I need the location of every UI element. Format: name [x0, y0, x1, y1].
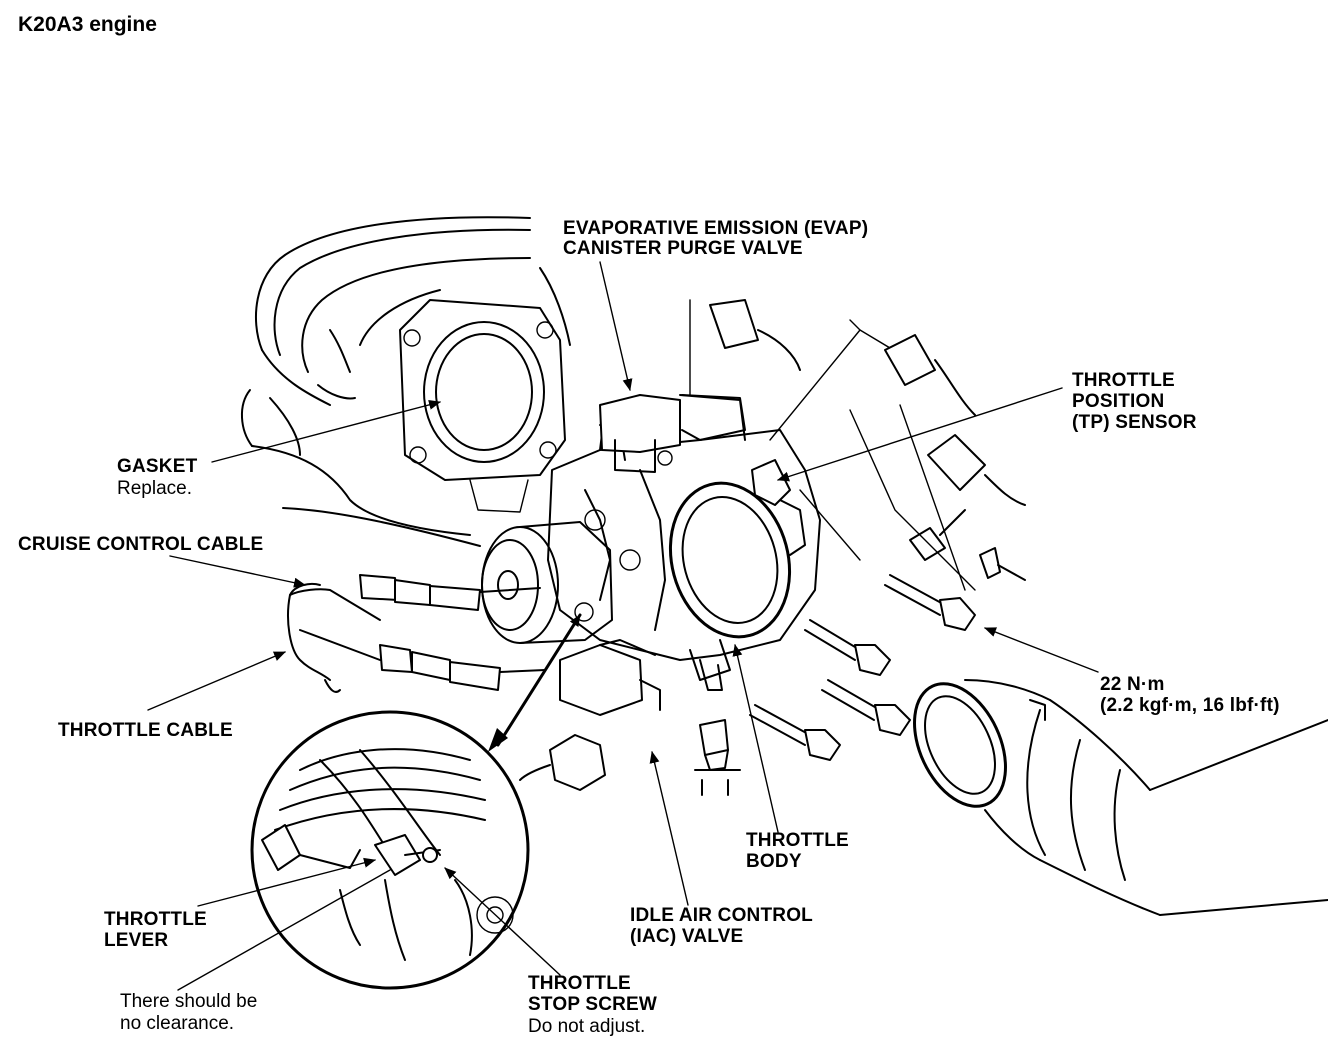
throttle-drum: [481, 521, 613, 644]
stop-screw-note: Do not adjust.: [528, 1016, 646, 1037]
throttle-cable-label: THROTTLE CABLE: [58, 720, 233, 741]
detail-arrow-tail: [488, 728, 508, 752]
throttle-lever-note-line1: There should be: [120, 991, 258, 1012]
cruise-control-cable: [287, 574, 541, 681]
gasket: [399, 299, 566, 513]
cruise-control-cable-label: CRUISE CONTROL CABLE: [18, 534, 264, 555]
stop-screw-label-line2: STOP SCREW: [528, 994, 658, 1015]
intake-hose: [913, 679, 1328, 916]
leader-lines: [147, 261, 1099, 991]
stop-screw-label-line1: THROTTLE: [528, 973, 631, 994]
iac-valve: [559, 639, 723, 716]
evap-label-line2: CANISTER PURGE VALVE: [563, 238, 803, 259]
throttle-cable: [299, 629, 546, 693]
connector-right-1: [884, 334, 976, 416]
intake-manifold: [240, 216, 571, 547]
tp-sensor-label-line3: (TP) SENSOR: [1072, 412, 1197, 433]
throttle-body-label-line1: THROTTLE: [746, 830, 849, 851]
bolts: [749, 574, 976, 761]
connector-right-2: [927, 434, 1026, 506]
throttle-body-label-line2: BODY: [746, 851, 802, 872]
gasket-note: Replace.: [117, 478, 192, 499]
evap-purge-valve: [599, 394, 746, 473]
tp-sensor: [751, 319, 911, 506]
gasket-label: GASKET: [117, 456, 198, 477]
iac-valve-label-line2: (IAC) VALVE: [630, 926, 744, 947]
connector-lower: [519, 734, 606, 791]
tp-sensor-label-line1: THROTTLE: [1072, 370, 1175, 391]
leader-lines-right: [799, 404, 976, 591]
fitting: [694, 719, 741, 796]
tp-sensor-label-line2: POSITION: [1072, 391, 1165, 412]
torque-spec-conversion: (2.2 kgf·m, 16 lbf·ft): [1100, 695, 1280, 716]
sensor-small: [909, 509, 1026, 581]
iac-valve-label-line1: IDLE AIR CONTROL: [630, 905, 813, 926]
throttle-lever-note-line2: no clearance.: [120, 1013, 235, 1034]
connector-top: [689, 299, 801, 396]
evap-label-line1: EVAPORATIVE EMISSION (EVAP): [563, 218, 869, 239]
page-title: K20A3 engine: [18, 13, 157, 36]
throttle-lever-label-line2: LEVER: [104, 930, 169, 951]
torque-spec-value: 22 N·m: [1100, 674, 1165, 695]
detail-circle: [250, 710, 530, 990]
throttle-lever-label-line1: THROTTLE: [104, 909, 207, 930]
